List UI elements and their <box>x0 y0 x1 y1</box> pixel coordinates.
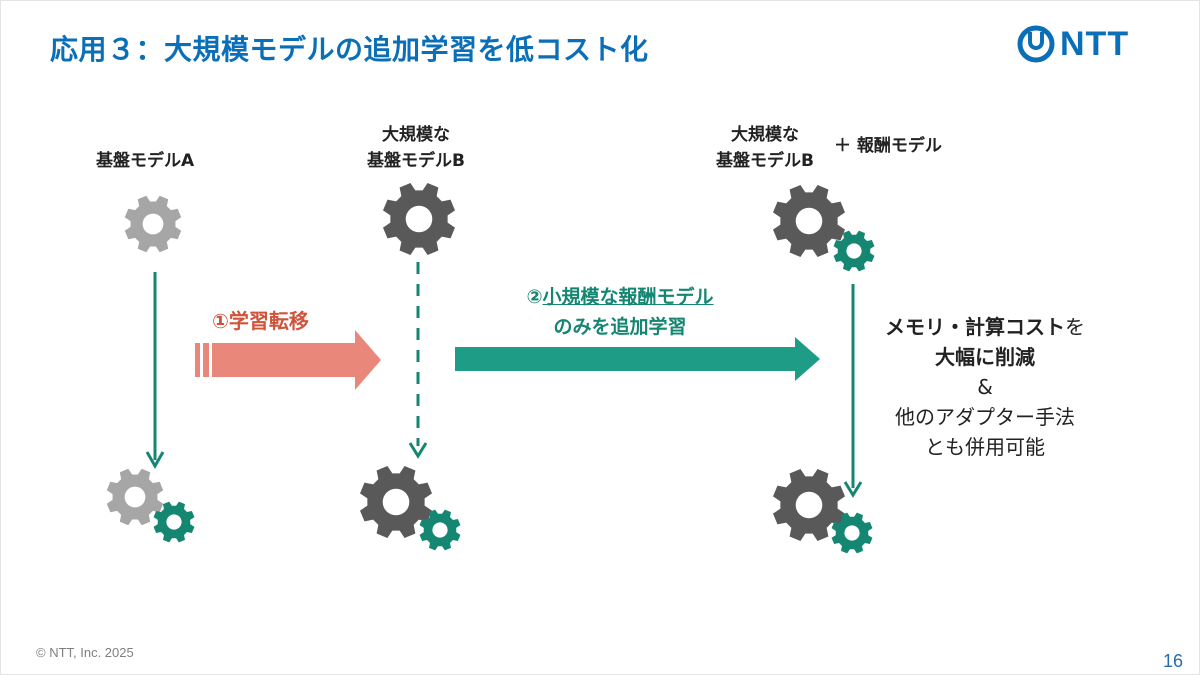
step2-number: ② <box>526 286 543 308</box>
label-model-b-line2: 基盤モデルB <box>367 151 465 171</box>
result-line1: メモリ・計算コストを <box>860 312 1110 342</box>
arrow-col2-head <box>408 442 428 459</box>
result-line1-bold: メモリ・計算コスト <box>885 315 1065 339</box>
label-model-b-reward-line1: 大規模な <box>731 125 799 145</box>
arrow-col1-head <box>145 451 165 470</box>
additional-training-arrow <box>455 337 820 381</box>
label-model-a: 基盤モデルA <box>96 148 194 174</box>
gear-icon-model-a <box>124 195 182 253</box>
result-line1-rest: を <box>1065 315 1085 339</box>
step1-transfer-learning-label: ①学習転移 <box>212 309 309 333</box>
gear-icon-model-a-tuned <box>106 468 164 526</box>
gear-icon-model-b-large <box>773 185 845 257</box>
ntt-logo: NTT <box>1016 24 1129 64</box>
small-gear-icon-reward-a <box>153 501 195 543</box>
result-line2: 大幅に削減 <box>935 345 1035 369</box>
gear-icon-model-b <box>383 183 455 255</box>
arrow-col3-head <box>843 481 863 498</box>
label-plus-reward-model: ＋ 報酬モデル <box>834 136 942 156</box>
small-gear-icon-reward-model-tuned <box>831 512 873 554</box>
small-gear-icon-reward-b <box>419 509 461 551</box>
step2-line1: ②小規模な報酬モデル <box>455 282 785 312</box>
label-model-b-reward-line2: 基盤モデルB <box>716 151 814 171</box>
copyright-footer: © NTT, Inc. 2025 <box>36 645 134 660</box>
result-line5: とも併用可能 <box>925 435 1045 459</box>
slide-title: 応用３：大規模モデルの追加学習を低コスト化 <box>50 33 649 66</box>
label-model-a-line1: 基盤モデルA <box>96 151 195 171</box>
gear-icon-model-b-tuned <box>360 466 432 538</box>
label-model-b-reward: 大規模な 基盤モデルB <box>705 122 825 174</box>
result-line4: 他のアダプター手法 <box>895 405 1075 429</box>
result-line3: & <box>977 375 993 399</box>
page-number: 16 <box>1163 651 1184 671</box>
small-gear-icon-reward-model <box>833 230 875 272</box>
label-model-b: 大規模な 基盤モデルB <box>356 122 476 174</box>
step2-label: ②小規模な報酬モデル のみを追加学習 <box>455 282 785 342</box>
ntt-logo-text: NTT <box>1060 24 1130 63</box>
step2-underlined-text: 小規模な報酬モデル <box>542 286 714 308</box>
gear-icon-model-b-large-tuned <box>773 469 845 541</box>
result-description: メモリ・計算コストを 大幅に削減 & 他のアダプター手法 とも併用可能 <box>860 312 1110 462</box>
step2-line2: のみを追加学習 <box>553 316 687 338</box>
ntt-logo-icon <box>1017 25 1055 63</box>
transfer-learning-arrow <box>195 330 381 390</box>
label-model-b-line1: 大規模な <box>382 125 450 145</box>
